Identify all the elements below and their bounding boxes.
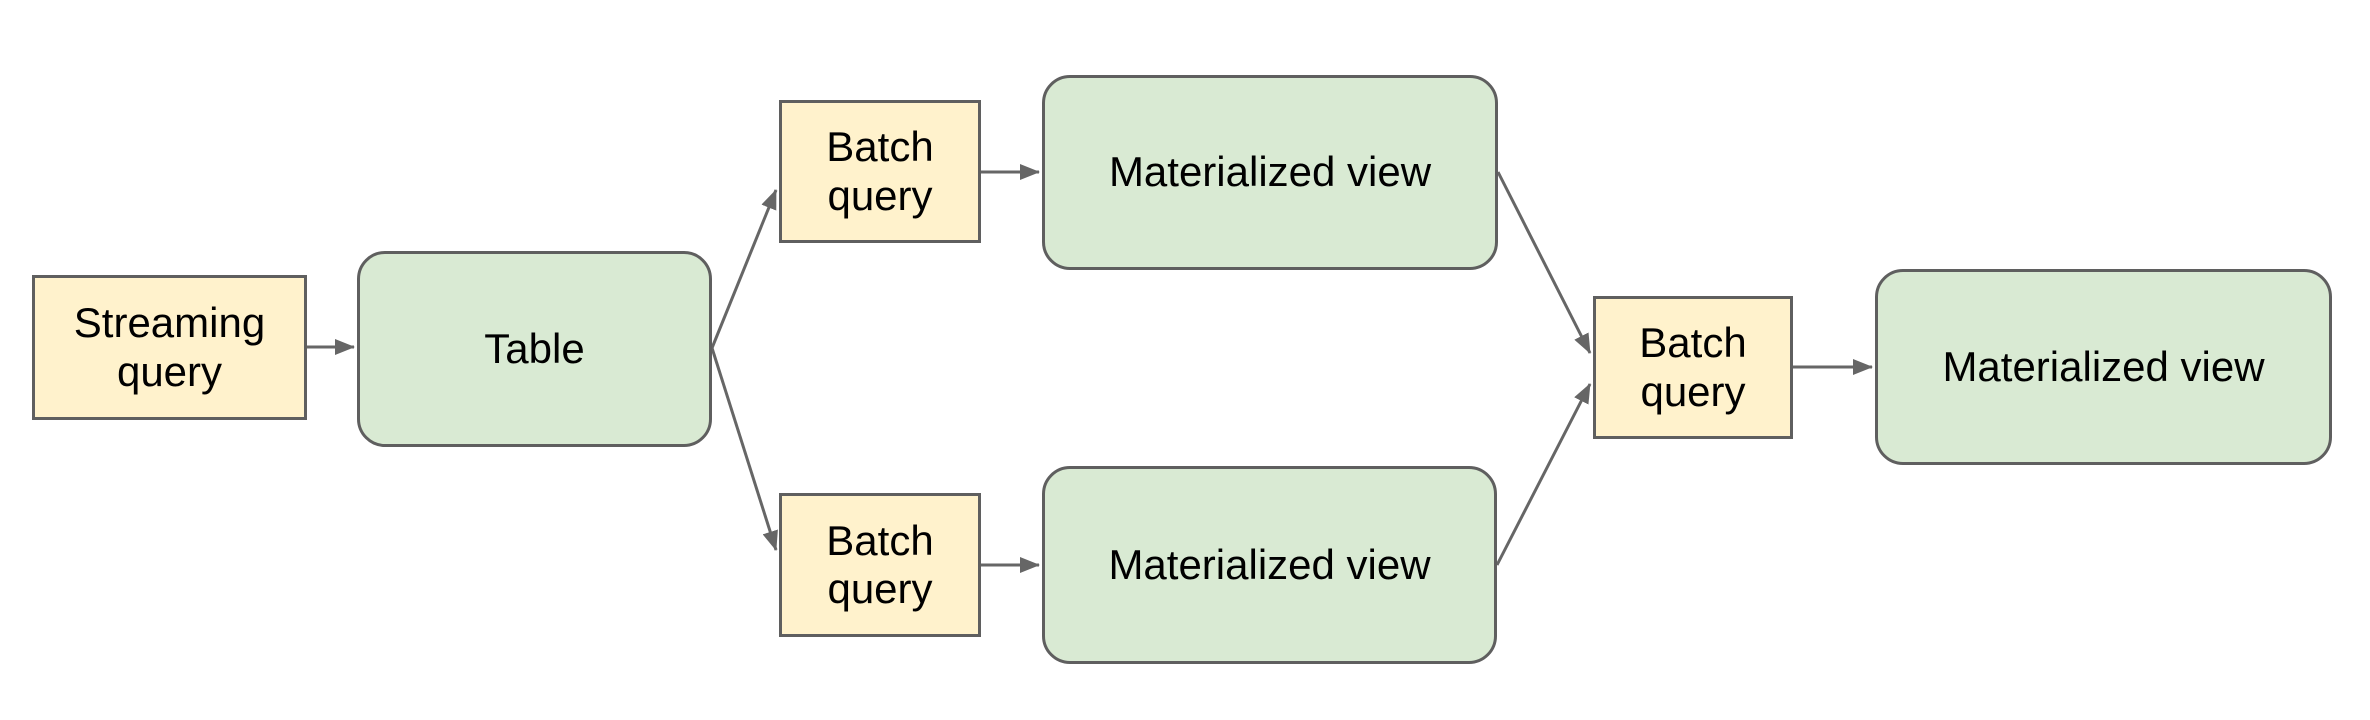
node-table: Table [357, 251, 712, 447]
node-materialized-view-right: Materialized view [1875, 269, 2332, 465]
node-label: Batch query [826, 123, 934, 219]
node-label: Batch query [826, 516, 934, 612]
edge-table-to-batch-query-bottom [710, 347, 778, 551]
node-label: Materialized view [1108, 148, 1432, 196]
node-batch-query-right: Batch query [1593, 296, 1793, 439]
node-label: Table [484, 324, 585, 372]
node-label: Materialized view [1942, 342, 2265, 390]
edge-materialized-view-top-to-batch-query-right [1496, 171, 1592, 354]
node-materialized-view-top: Materialized view [1042, 75, 1498, 270]
node-streaming-query: Streaming query [32, 275, 307, 420]
node-batch-query-bottom: Batch query [779, 493, 981, 637]
node-label: Materialized view [1108, 540, 1431, 588]
edge-table-to-batch-query-top [710, 189, 778, 349]
node-batch-query-top: Batch query [779, 100, 981, 243]
edge-materialized-view-bottom-to-batch-query-right [1495, 383, 1592, 566]
node-label: Streaming query [73, 299, 266, 395]
node-materialized-view-bottom: Materialized view [1042, 466, 1497, 664]
node-label: Batch query [1639, 319, 1747, 415]
